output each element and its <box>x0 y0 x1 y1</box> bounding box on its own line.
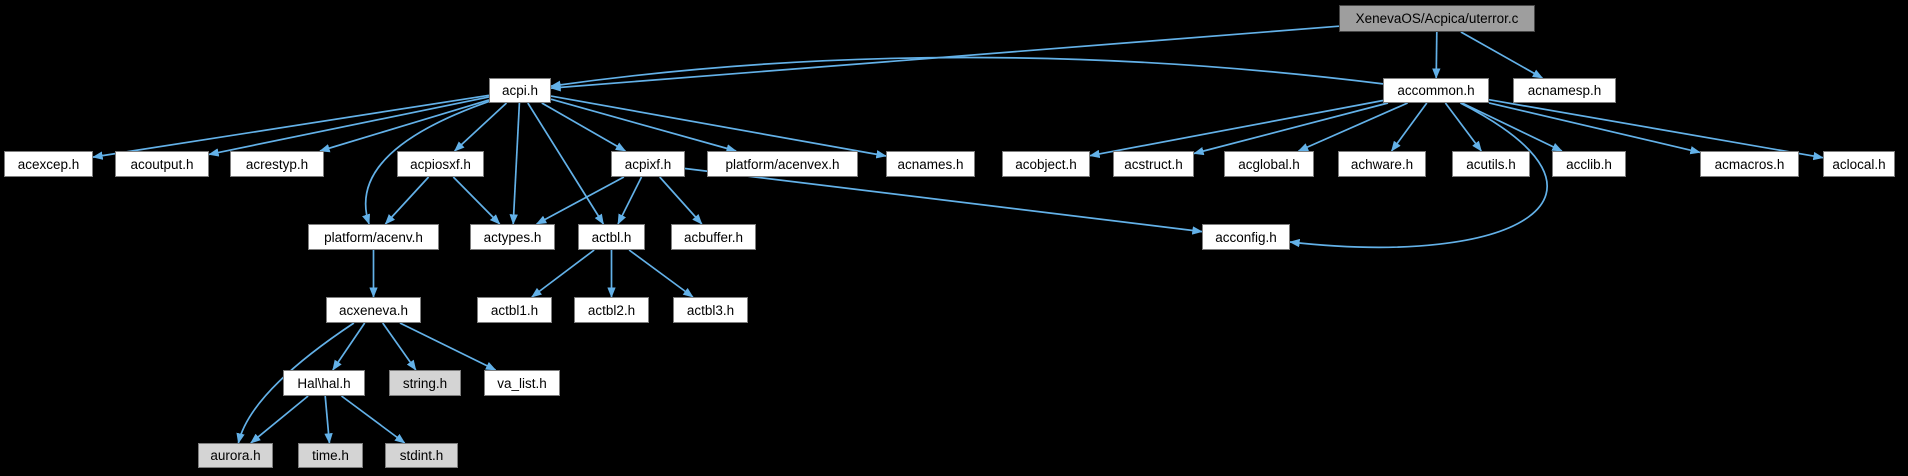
edge-acxeneva-stringh <box>382 322 417 371</box>
edge-acpixf-actypes <box>535 176 625 225</box>
edge-acpi-actypes <box>509 102 521 225</box>
node-valist[interactable]: va_list.h <box>484 370 560 396</box>
edge-uterror-accommon <box>1432 31 1441 79</box>
edge-acpixf-acbuffer <box>659 176 703 225</box>
node-acutils[interactable]: acutils.h <box>1452 151 1530 177</box>
node-actbl[interactable]: actbl.h <box>578 224 645 250</box>
node-acclib[interactable]: acclib.h <box>1552 151 1626 177</box>
edge-acpi-actbl <box>527 102 605 225</box>
edge-acpiosxf-acenv <box>384 176 430 225</box>
node-stdinth[interactable]: stdint.h <box>385 443 458 468</box>
edge-acpi-acpiosxf <box>453 102 508 152</box>
edge-halhal-aurora <box>250 395 309 444</box>
edge-acpixf-acconfig <box>684 167 1203 235</box>
node-acglobal[interactable]: acglobal.h <box>1224 151 1314 177</box>
edge-halhal-stdinth <box>340 395 406 444</box>
node-acpi[interactable]: acpi.h <box>489 78 551 103</box>
edge-acpixf-actbl <box>617 176 643 225</box>
node-actbl3[interactable]: actbl3.h <box>673 297 748 323</box>
edge-acpi-acpixf <box>541 102 627 152</box>
node-aclocal[interactable]: aclocal.h <box>1823 151 1895 177</box>
node-acexcep[interactable]: acexcep.h <box>4 151 93 177</box>
edge-accommon-acmacros <box>1488 102 1701 155</box>
edge-acpiosxf-actypes <box>452 176 501 225</box>
node-acpixf[interactable]: acpixf.h <box>611 151 685 177</box>
node-acstruct[interactable]: acstruct.h <box>1113 151 1194 177</box>
edge-acxeneva-halhal <box>332 322 366 371</box>
edge-acpi-acenv <box>362 100 490 225</box>
edge-accommon-acobject <box>1089 99 1384 159</box>
node-accommon[interactable]: accommon.h <box>1383 78 1489 103</box>
node-acnames[interactable]: acnames.h <box>886 151 975 177</box>
edge-acpi-acrestyp <box>319 99 490 153</box>
node-actbl2[interactable]: actbl2.h <box>574 297 649 323</box>
edge-acpi-acoutput <box>208 96 490 157</box>
edge-accommon-acclib <box>1461 102 1563 152</box>
edge-accommon-achware <box>1390 102 1428 152</box>
node-acenv[interactable]: platform/acenv.h <box>308 224 439 250</box>
edge-accommon-aclocal <box>1488 98 1824 161</box>
node-actypes[interactable]: actypes.h <box>470 224 555 250</box>
edge-accommon-acstruct <box>1193 102 1389 156</box>
node-uterror: XenevaOS/Acpica/uterror.c <box>1339 5 1535 32</box>
node-acenvex[interactable]: platform/acenvex.h <box>707 151 858 177</box>
node-acnamesp[interactable]: acnamesp.h <box>1513 78 1616 103</box>
edge-acxeneva-aurora <box>236 322 355 444</box>
node-halhal[interactable]: Hal\hal.h <box>283 370 365 396</box>
node-achware[interactable]: achware.h <box>1338 151 1426 177</box>
node-acconfig[interactable]: acconfig.h <box>1202 224 1290 250</box>
edge-accommon-acglobal <box>1297 102 1408 152</box>
node-acpiosxf[interactable]: acpiosxf.h <box>397 151 484 177</box>
node-timeh[interactable]: time.h <box>298 443 363 468</box>
node-acrestyp[interactable]: acrestyp.h <box>230 151 324 177</box>
edge-actbl-actbl1 <box>531 249 595 298</box>
edge-actbl-actbl3 <box>628 249 694 298</box>
node-acbuffer[interactable]: acbuffer.h <box>671 224 756 250</box>
edge-accommon-acpi <box>550 56 1384 89</box>
edge-halhal-timeh <box>324 395 333 444</box>
edge-acpi-acexcep <box>92 94 490 160</box>
node-acoutput[interactable]: acoutput.h <box>115 151 209 177</box>
edge-accommon-acconfig <box>1289 102 1548 249</box>
node-stringh[interactable]: string.h <box>389 370 461 396</box>
node-actbl1[interactable]: actbl1.h <box>477 297 552 323</box>
node-acxeneva[interactable]: acxeneva.h <box>326 297 421 323</box>
edge-acpi-acenvex <box>550 98 737 153</box>
edge-acxeneva-valist <box>399 322 497 371</box>
edge-uterror-acnamesp <box>1460 31 1544 79</box>
node-acobject[interactable]: acobject.h <box>1002 151 1090 177</box>
edge-accommon-acutils <box>1444 102 1482 152</box>
node-aurora[interactable]: aurora.h <box>198 443 273 468</box>
edge-acpi-acnames <box>550 95 887 159</box>
node-acmacros[interactable]: acmacros.h <box>1700 151 1799 177</box>
